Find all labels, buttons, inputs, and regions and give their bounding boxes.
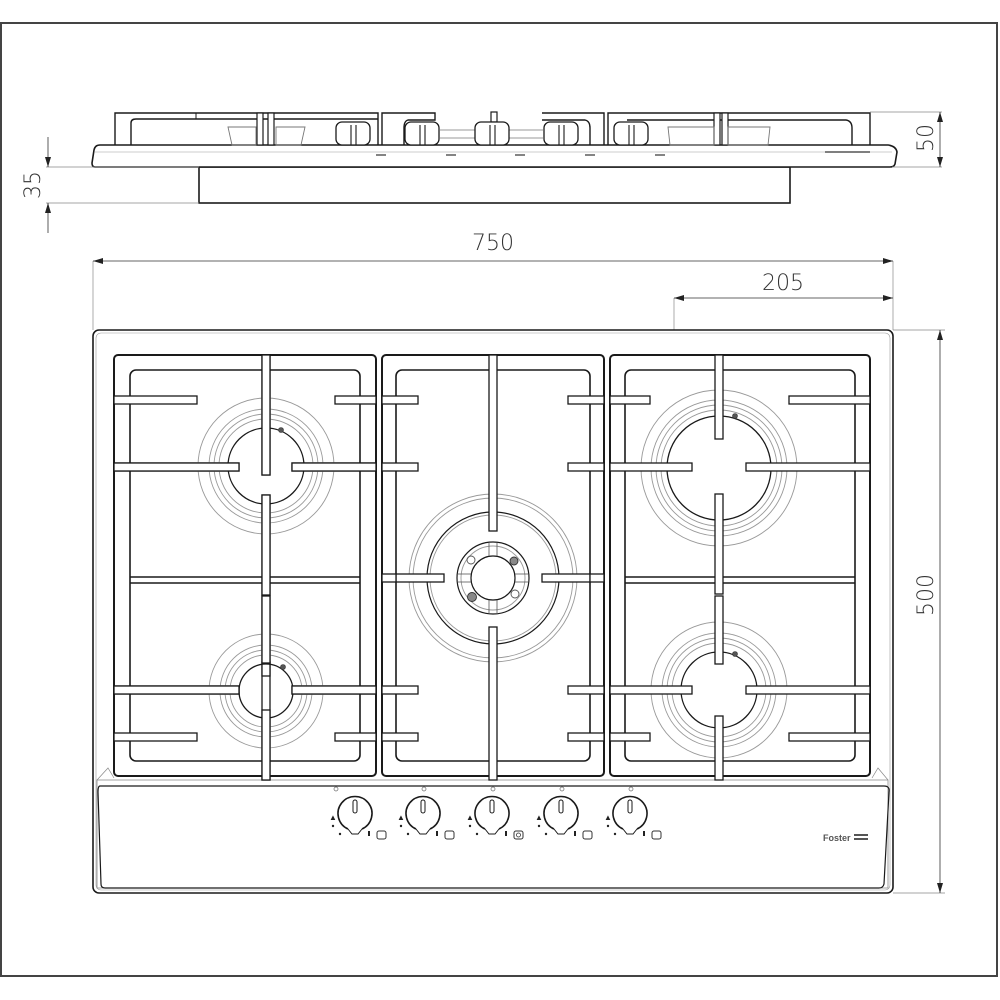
dimension-label-750: 750 bbox=[472, 231, 514, 256]
grate-right bbox=[609, 354, 871, 777]
dimension-50: 50 bbox=[870, 111, 943, 168]
side-view: 35 50 bbox=[21, 111, 943, 233]
burner-indicator-icon bbox=[444, 830, 455, 840]
knob-3[interactable]: ▲ bbox=[466, 786, 524, 840]
svg-text:▲: ▲ bbox=[329, 813, 337, 822]
dimension-label-50: 50 bbox=[914, 124, 939, 152]
svg-text:Foster: Foster bbox=[823, 833, 851, 843]
dimension-750: 750 bbox=[92, 231, 894, 330]
svg-text:▲: ▲ bbox=[466, 813, 474, 822]
burner-indicator-icon bbox=[582, 830, 593, 840]
knob-4[interactable]: ▲ bbox=[535, 786, 593, 840]
side-body bbox=[198, 166, 791, 204]
drawing-frame bbox=[0, 22, 998, 977]
svg-text:▲: ▲ bbox=[397, 813, 405, 822]
svg-text:▲: ▲ bbox=[604, 813, 612, 822]
control-strip bbox=[96, 779, 889, 889]
dimension-label-35: 35 bbox=[21, 171, 46, 199]
dimension-35: 35 bbox=[21, 137, 199, 233]
dimension-label-500: 500 bbox=[914, 574, 939, 616]
side-knobs bbox=[335, 121, 649, 146]
knob-2[interactable]: ▲ bbox=[397, 786, 455, 840]
grate-center bbox=[381, 354, 605, 777]
side-plate bbox=[91, 144, 898, 168]
burner-indicator-icon bbox=[651, 830, 662, 840]
burner-indicator-icon bbox=[513, 830, 524, 840]
knob-1[interactable]: ▲ bbox=[329, 786, 387, 840]
dimension-500: 500 bbox=[893, 329, 945, 894]
knob-5[interactable]: ▲ bbox=[604, 786, 662, 840]
svg-text:▲: ▲ bbox=[535, 813, 543, 822]
top-view: ▲ ▲ ▲ bbox=[92, 329, 894, 894]
dimension-label-205: 205 bbox=[762, 271, 804, 296]
brand-logo: Foster bbox=[823, 833, 868, 843]
burner-indicator-icon bbox=[376, 830, 387, 840]
